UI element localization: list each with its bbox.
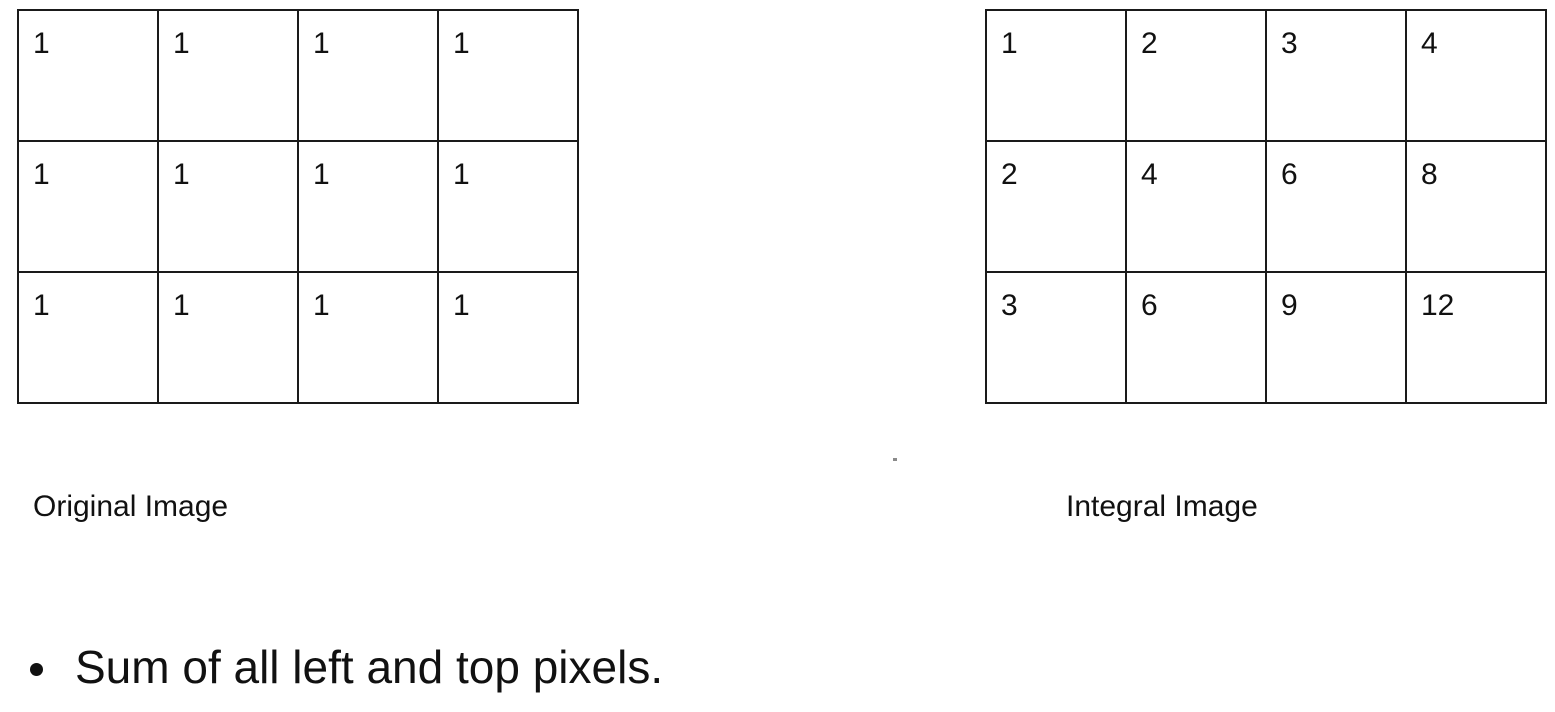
grid-row: 1 1 1 1 bbox=[17, 9, 579, 142]
grid-row: 3 6 9 12 bbox=[985, 271, 1547, 404]
grid-row: 1 2 3 4 bbox=[985, 9, 1547, 142]
grid-cell: 1 bbox=[157, 140, 299, 273]
grid-cell: 1 bbox=[17, 9, 159, 142]
bullet-point: Sum of all left and top pixels. bbox=[30, 640, 663, 694]
grid-cell: 1 bbox=[437, 9, 579, 142]
integral-image-caption: Integral Image bbox=[1066, 490, 1258, 523]
grid-cell: 1 bbox=[157, 271, 299, 404]
grid-cell: 2 bbox=[1125, 9, 1267, 142]
grid-cell: 1 bbox=[17, 140, 159, 273]
grid-row: 2 4 6 8 bbox=[985, 140, 1547, 273]
grid-cell: 1 bbox=[437, 140, 579, 273]
grid-cell: 3 bbox=[985, 271, 1127, 404]
grid-cell: 2 bbox=[985, 140, 1127, 273]
grid-cell: 1 bbox=[437, 271, 579, 404]
grid-cell: 4 bbox=[1125, 140, 1267, 273]
grid-cell: 9 bbox=[1265, 271, 1407, 404]
grid-cell: 1 bbox=[17, 271, 159, 404]
grid-cell: 3 bbox=[1265, 9, 1407, 142]
stray-mark bbox=[893, 458, 897, 461]
grid-cell: 8 bbox=[1405, 140, 1547, 273]
bullet-text: Sum of all left and top pixels. bbox=[75, 641, 664, 693]
grid-cell: 1 bbox=[985, 9, 1127, 142]
grid-cell: 6 bbox=[1265, 140, 1407, 273]
grid-cell: 4 bbox=[1405, 9, 1547, 142]
grid-cell: 1 bbox=[157, 9, 299, 142]
grid-cell: 1 bbox=[297, 9, 439, 142]
grid-cell: 6 bbox=[1125, 271, 1267, 404]
integral-image-grid: 1 2 3 4 2 4 6 8 3 6 9 12 bbox=[985, 9, 1547, 404]
grid-row: 1 1 1 1 bbox=[17, 140, 579, 273]
original-image-caption: Original Image bbox=[33, 490, 229, 523]
grid-cell: 1 bbox=[297, 140, 439, 273]
bullet-icon bbox=[30, 662, 43, 676]
grid-cell: 1 bbox=[297, 271, 439, 404]
grid-row: 1 1 1 1 bbox=[17, 271, 579, 404]
original-image-grid: 1 1 1 1 1 1 1 1 1 1 1 1 bbox=[17, 9, 579, 404]
grid-cell: 12 bbox=[1405, 271, 1547, 404]
